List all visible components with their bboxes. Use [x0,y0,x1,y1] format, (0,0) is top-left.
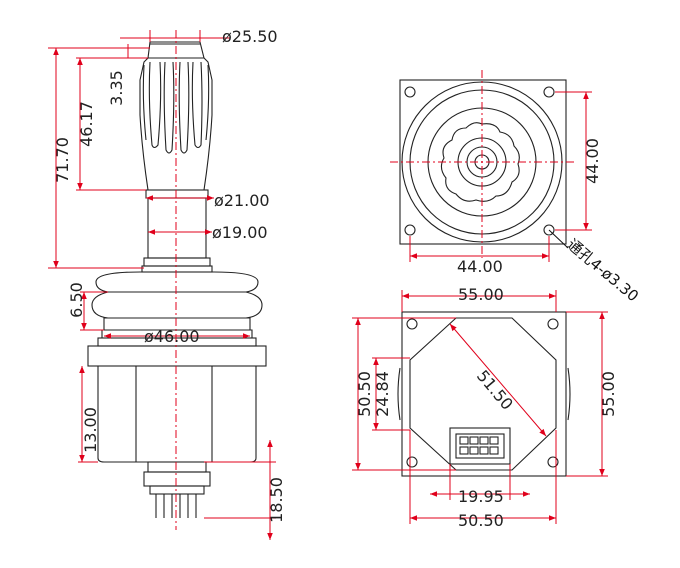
dim-pin-length: 18.50 [267,477,286,523]
dim-knob-height: 46.17 [77,101,96,147]
dim-top-height: 44.00 [583,138,602,184]
dim-shaft-diameter-lower: ø19.00 [212,223,268,242]
dim-top-width: 44.00 [457,257,503,276]
dim-boot-height: 6.50 [67,282,86,318]
bottom-view: 55.00 55.00 50.50 24.84 51.50 19.95 50.5… [352,285,618,530]
dim-knob-diameter: ø25.50 [222,27,278,46]
dim-connector-offset: 24.84 [373,371,392,417]
dim-shaft-diameter-upper: ø21.00 [214,191,270,210]
dim-bottom-inner-height: 50.50 [355,371,374,417]
dim-connector-width: 19.95 [458,487,504,506]
pins [149,485,205,518]
shaft [141,189,213,273]
bottom-view-flange [401,311,567,477]
dim-bottom-inner-width: 50.50 [458,511,504,530]
dim-bottom-outer-width: 55.00 [458,285,504,304]
dim-total-height: 71.70 [53,137,72,183]
connector [449,427,511,465]
dim-body-height: 13.00 [81,407,100,453]
side-view: ø25.50 71.70 46.17 3.35 ø21.00 ø19.00 6.… [48,27,286,540]
dim-boot-diameter: ø46.00 [144,327,200,346]
dim-diagonal: 51.50 [473,366,517,413]
top-view: 44.00 44.00 通孔4-ø3.30 [390,70,642,305]
dim-bottom-outer-height: 55.00 [599,371,618,417]
note-through-holes: 通孔4-ø3.30 [563,235,642,305]
dim-knob-top-offset: 3.35 [107,70,126,106]
housing [87,337,267,487]
